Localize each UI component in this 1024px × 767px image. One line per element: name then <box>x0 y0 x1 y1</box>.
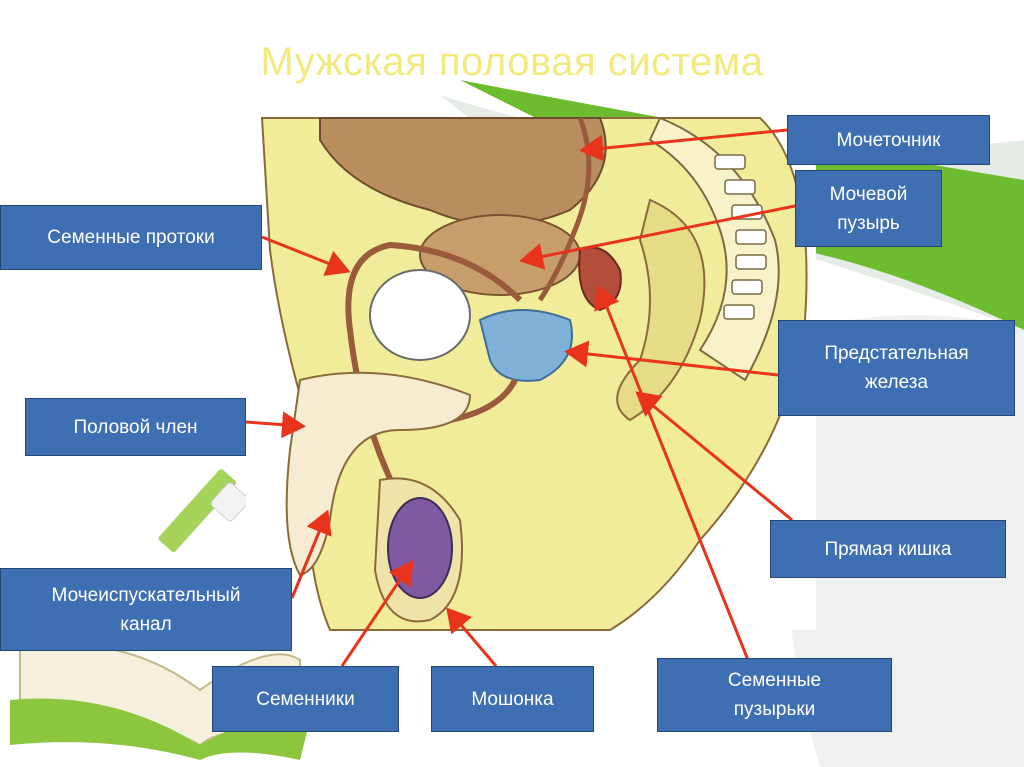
label-urethra-line1: Мочеиспускательный <box>52 581 241 610</box>
label-ureter-text: Мочеточник <box>837 126 941 155</box>
label-rectum-text: Прямая кишка <box>825 535 952 564</box>
label-testes-text: Семенники <box>256 685 354 714</box>
label-vas-deferens-text: Семенные протоки <box>47 223 214 252</box>
pubic-bone-shape <box>370 270 470 360</box>
label-scrotum: Мошонка <box>431 666 594 732</box>
label-vesicles-line1: Семенные <box>728 666 821 695</box>
label-prostate: Предстательная железа <box>778 320 1015 416</box>
label-urethra-line2: канал <box>120 610 171 639</box>
label-seminal-vesicles: Семенные пузырьки <box>657 658 892 732</box>
label-rectum: Прямая кишка <box>770 520 1006 578</box>
label-penis-text: Половой член <box>73 413 197 442</box>
label-bladder-line2: пузырь <box>837 209 900 238</box>
label-scrotum-text: Мошонка <box>471 685 553 714</box>
label-ureter: Мочеточник <box>787 115 990 165</box>
label-bladder: Мочевой пузырь <box>795 170 942 247</box>
testis-shape <box>388 498 452 598</box>
label-bladder-line1: Мочевой <box>830 180 908 209</box>
label-prostate-line1: Предстательная <box>824 339 968 368</box>
label-prostate-line2: железа <box>865 368 928 397</box>
label-testes: Семенники <box>212 666 399 732</box>
label-vas-deferens: Семенные протоки <box>0 205 262 270</box>
label-urethra: Мочеиспускательный канал <box>0 568 292 651</box>
label-vesicles-line2: пузырьки <box>734 695 816 724</box>
label-penis: Половой член <box>25 398 246 456</box>
